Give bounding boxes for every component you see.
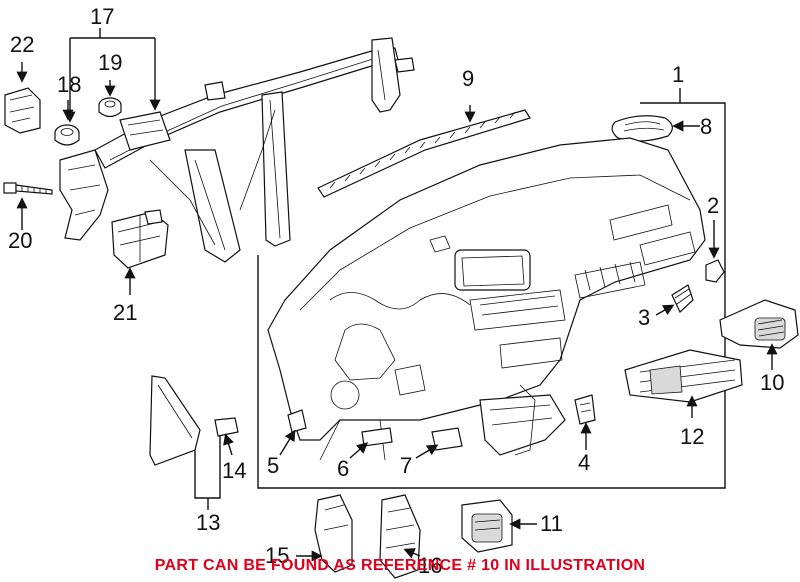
part-9-defroster-grille bbox=[317, 109, 531, 198]
part-13-trim bbox=[149, 375, 201, 466]
dashboard-group-box bbox=[257, 102, 726, 489]
callout-1: 1 bbox=[672, 62, 685, 87]
part-2-clip bbox=[705, 259, 725, 283]
part-3-vent-strip bbox=[671, 284, 694, 313]
callout-2: 2 bbox=[707, 193, 720, 218]
part-7-clip bbox=[431, 427, 463, 451]
part-21-bracket bbox=[111, 209, 169, 269]
callout-6: 6 bbox=[337, 456, 350, 481]
leader-13 bbox=[194, 435, 221, 499]
callout-9: 9 bbox=[462, 66, 475, 91]
reference-note: PART CAN BE FOUND AS REFERENCE # 10 IN I… bbox=[154, 557, 646, 574]
callout-19: 19 bbox=[98, 50, 123, 75]
callout-21: 21 bbox=[113, 300, 138, 325]
cross-car-beam bbox=[59, 37, 415, 263]
callout-22: 22 bbox=[10, 32, 35, 57]
callout-4: 4 bbox=[578, 450, 591, 475]
leader-lines bbox=[16, 28, 778, 562]
callout-15: 15 bbox=[265, 543, 290, 568]
callout-12: 12 bbox=[680, 424, 705, 449]
part-11-vent bbox=[461, 499, 513, 553]
callout-20: 20 bbox=[8, 228, 33, 253]
callout-16: 16 bbox=[418, 553, 443, 578]
part-1-dashboard bbox=[267, 137, 706, 461]
part-5-clip bbox=[287, 409, 307, 433]
callout-3: 3 bbox=[638, 305, 651, 330]
callout-10: 10 bbox=[760, 370, 785, 395]
callout-8: 8 bbox=[700, 114, 713, 139]
callout-18: 18 bbox=[57, 72, 82, 97]
part-8-speaker-cover bbox=[611, 115, 673, 142]
part-4-clip bbox=[574, 394, 596, 425]
part-12-center-vent bbox=[624, 349, 743, 403]
callout-7: 7 bbox=[400, 453, 413, 478]
callout-17: 17 bbox=[90, 4, 115, 29]
part-18-grommet bbox=[54, 124, 80, 146]
part-6-clip bbox=[361, 427, 393, 447]
part-15-panel bbox=[314, 494, 353, 573]
callout-13: 13 bbox=[196, 510, 221, 535]
part-14-clip bbox=[214, 417, 239, 437]
callout-5: 5 bbox=[267, 453, 280, 478]
part-20-bolt bbox=[3, 182, 53, 195]
callout-14: 14 bbox=[222, 458, 247, 483]
callout-11: 11 bbox=[540, 511, 563, 536]
part-19-grommet bbox=[98, 97, 122, 118]
part-22-bracket bbox=[4, 87, 41, 134]
part-10-side-vent bbox=[719, 299, 799, 349]
